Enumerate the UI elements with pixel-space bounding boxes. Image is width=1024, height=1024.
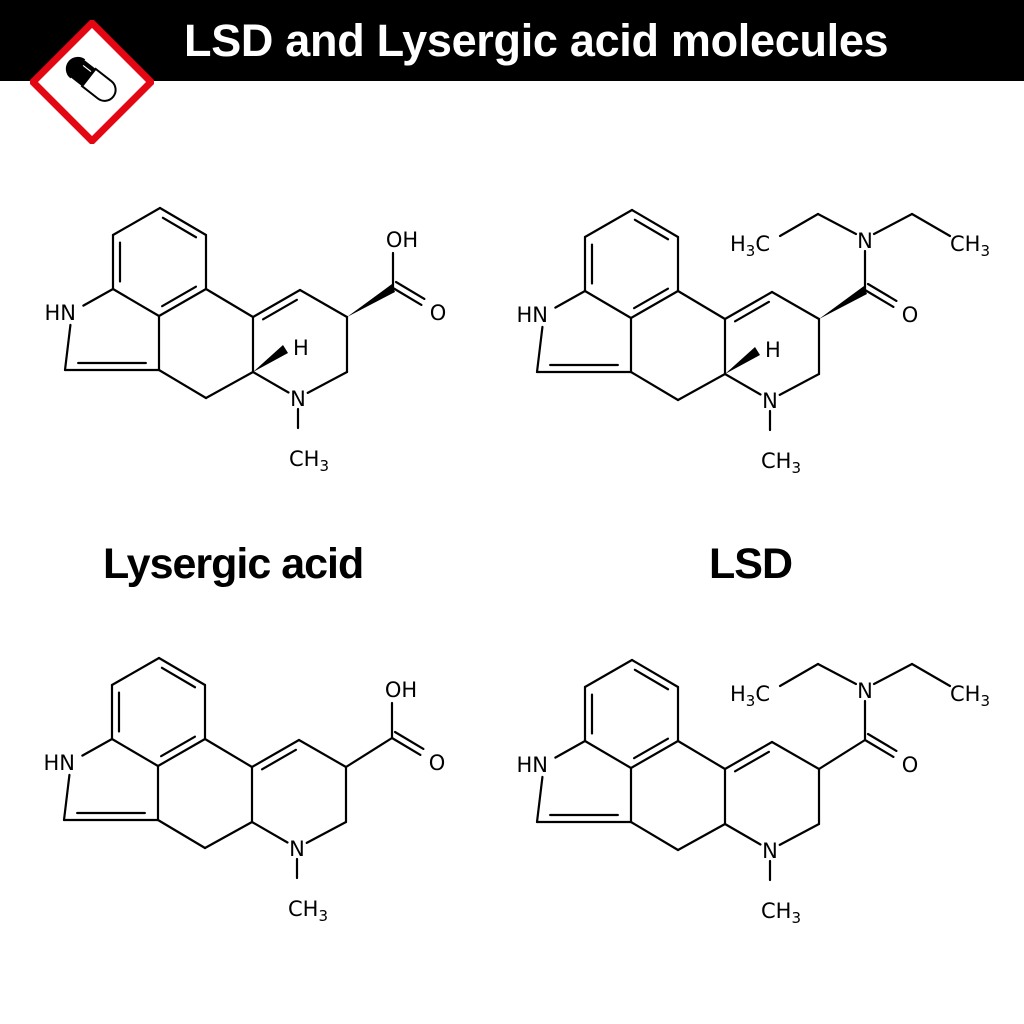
- svg-text:CH3: CH3: [761, 899, 801, 927]
- svg-text:CH3: CH3: [950, 682, 990, 710]
- svg-text:N: N: [290, 387, 306, 411]
- header-band: [0, 0, 1024, 81]
- svg-text:HN: HN: [517, 753, 549, 777]
- page-title: LSD and Lysergic acid molecules: [184, 15, 889, 66]
- svg-text:HN: HN: [44, 751, 76, 775]
- svg-text:H3C: H3C: [730, 682, 770, 710]
- svg-text:N: N: [289, 837, 305, 861]
- svg-text:H: H: [293, 336, 309, 360]
- svg-text:O: O: [902, 753, 919, 777]
- svg-text:H3C: H3C: [730, 232, 770, 260]
- svg-text:H: H: [765, 338, 781, 362]
- svg-text:HN: HN: [517, 303, 549, 327]
- svg-text:HN: HN: [45, 301, 77, 325]
- svg-text:CH3: CH3: [950, 232, 990, 260]
- lysergic-acid-label: Lysergic acid: [103, 540, 364, 588]
- molecule-lysergic-acid-flat: HN N CH3 O OH: [44, 656, 446, 925]
- svg-text:CH3: CH3: [289, 447, 329, 475]
- svg-text:N: N: [857, 229, 873, 253]
- svg-text:OH: OH: [386, 228, 418, 252]
- svg-text:OH: OH: [385, 678, 417, 702]
- lsd-label: LSD: [709, 540, 793, 588]
- svg-text:O: O: [429, 751, 446, 775]
- svg-text:O: O: [902, 303, 919, 327]
- svg-text:N: N: [762, 839, 778, 863]
- svg-text:N: N: [762, 389, 778, 413]
- molecule-lysergic-acid-stereo: HN N CH3 H O OH: [45, 206, 447, 475]
- svg-text:CH3: CH3: [761, 449, 801, 477]
- svg-text:N: N: [857, 679, 873, 703]
- svg-text:CH3: CH3: [288, 897, 328, 925]
- svg-text:O: O: [430, 301, 447, 325]
- capsule-pill-icon: [30, 20, 154, 144]
